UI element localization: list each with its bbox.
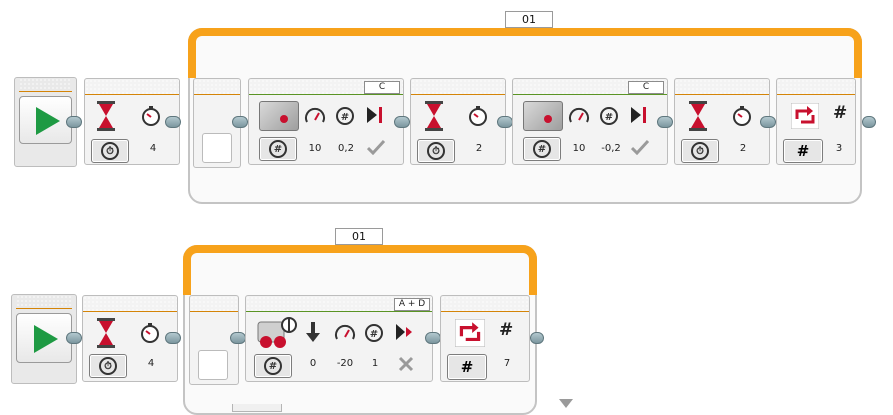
sequence-connector <box>66 116 82 128</box>
timer-mode-icon: ⏱ <box>691 142 709 160</box>
hourglass-icon <box>97 101 115 131</box>
hash-icon: # <box>499 320 514 340</box>
svg-text:#: # <box>341 112 349 123</box>
rotations-icon: # <box>600 107 618 125</box>
wait-block-1[interactable]: ⏱ 4 <box>84 78 180 165</box>
move-steering-block[interactable]: A + D # # 0 -20 1 <box>245 295 433 382</box>
motor-block-2[interactable]: C # # 10 -0,2 <box>512 78 668 165</box>
timer-mode-icon: ⏱ <box>101 142 119 160</box>
start-block-2[interactable] <box>11 294 77 384</box>
rotations-mode-icon: # <box>533 140 551 158</box>
sequence-connector <box>66 332 82 344</box>
play-icon[interactable] <box>36 107 60 135</box>
coast-icon <box>396 324 412 340</box>
loop-end-block-2[interactable]: # # 7 <box>440 295 530 382</box>
motor-port-label[interactable]: C <box>364 81 400 94</box>
rotations-icon: # <box>365 324 383 342</box>
wait-seconds-value[interactable]: 2 <box>723 143 763 154</box>
steering-mode-button[interactable]: # <box>254 354 292 378</box>
wait-mode-button[interactable]: ⏱ <box>89 354 127 378</box>
speedometer-icon <box>305 107 325 123</box>
hourglass-icon <box>97 318 115 348</box>
steering-value[interactable]: 0 <box>301 358 325 369</box>
motor-icon <box>523 101 563 131</box>
timer-icon <box>469 106 487 126</box>
loop-start-2[interactable] <box>189 295 239 385</box>
sequence-connector <box>657 116 673 128</box>
hash-icon: # <box>833 103 848 123</box>
motor-power-value[interactable]: 10 <box>301 143 329 154</box>
loop-count-value[interactable]: 3 <box>827 143 851 154</box>
motor-icon <box>259 101 299 131</box>
timer-icon <box>733 106 751 126</box>
speedometer-icon <box>569 107 589 123</box>
steering-wheel-icon <box>257 317 297 348</box>
motor-block-1[interactable]: C # # 10 0,2 <box>248 78 404 165</box>
check-icon[interactable] <box>631 139 649 155</box>
sequence-connector <box>425 332 441 344</box>
wait-mode-button[interactable]: ⏱ <box>681 139 719 163</box>
timer-mode-icon: ⏱ <box>99 357 117 375</box>
count-mode-icon: # <box>460 358 474 376</box>
loop-interrupt-icon <box>455 319 485 347</box>
loop-name-label-2[interactable]: 01 <box>335 228 383 245</box>
sequence-connector <box>232 116 248 128</box>
sequence-connector <box>530 332 544 344</box>
wait-mode-button[interactable]: ⏱ <box>91 139 129 163</box>
wait-block-4[interactable]: ⏱ 4 <box>82 295 178 382</box>
sequence-connector <box>230 332 246 344</box>
x-icon[interactable] <box>398 356 414 372</box>
loop-top-bar-1 <box>188 28 862 78</box>
down-arrow-icon <box>306 322 320 342</box>
motor-mode-button[interactable]: # <box>259 137 297 161</box>
wait-mode-button[interactable]: ⏱ <box>417 139 455 163</box>
count-mode-icon: # <box>796 142 810 160</box>
hourglass-icon <box>425 101 443 131</box>
check-icon[interactable] <box>367 139 385 155</box>
motor-power-value[interactable]: 10 <box>565 143 593 154</box>
scroll-down-icon[interactable] <box>559 399 573 409</box>
wait-block-2[interactable]: ⏱ 2 <box>410 78 506 165</box>
rotations-mode-icon: # <box>269 140 287 158</box>
sequence-connector <box>394 116 410 128</box>
motor-rotations-value[interactable]: -0,2 <box>596 143 626 154</box>
wait-block-3[interactable]: ⏱ 2 <box>674 78 770 165</box>
brake-icon <box>631 107 646 123</box>
rotations-icon: # <box>336 107 354 125</box>
loop-name-label-1[interactable]: 01 <box>505 11 553 28</box>
rotations-value[interactable]: 1 <box>363 358 387 369</box>
motor-mode-button[interactable]: # <box>523 137 561 161</box>
speedometer-icon <box>335 324 355 340</box>
motor-rotations-value[interactable]: 0,2 <box>332 143 360 154</box>
hourglass-icon <box>689 101 707 131</box>
steering-ports-label[interactable]: A + D <box>394 298 430 311</box>
sequence-connector <box>497 116 513 128</box>
svg-text:#: # <box>605 112 613 123</box>
power-value[interactable]: -20 <box>330 358 360 369</box>
timer-icon <box>142 106 160 126</box>
loop-interrupt-icon <box>791 103 819 129</box>
loop-count-value[interactable]: 7 <box>495 358 519 369</box>
loop-mode-button[interactable]: # <box>447 354 487 380</box>
timer-icon <box>141 323 159 343</box>
loop-top-bar-2 <box>183 245 537 295</box>
wait-seconds-value[interactable]: 4 <box>131 358 171 369</box>
wait-seconds-value[interactable]: 4 <box>133 143 173 154</box>
sequence-connector <box>165 116 181 128</box>
timer-mode-icon: ⏱ <box>427 142 445 160</box>
rotations-mode-icon: # <box>264 357 282 375</box>
motor-port-label[interactable]: C <box>628 81 664 94</box>
svg-text:#: # <box>370 329 378 340</box>
sequence-connector <box>862 116 876 128</box>
brake-icon <box>367 107 382 123</box>
sequence-connector <box>760 116 776 128</box>
next-loop-label[interactable] <box>232 404 282 412</box>
loop-mode-button[interactable]: # <box>783 139 823 163</box>
play-icon[interactable] <box>34 325 58 353</box>
loop-end-block-1[interactable]: # # 3 <box>776 78 856 165</box>
sequence-connector <box>165 332 181 344</box>
wait-seconds-value[interactable]: 2 <box>459 143 499 154</box>
